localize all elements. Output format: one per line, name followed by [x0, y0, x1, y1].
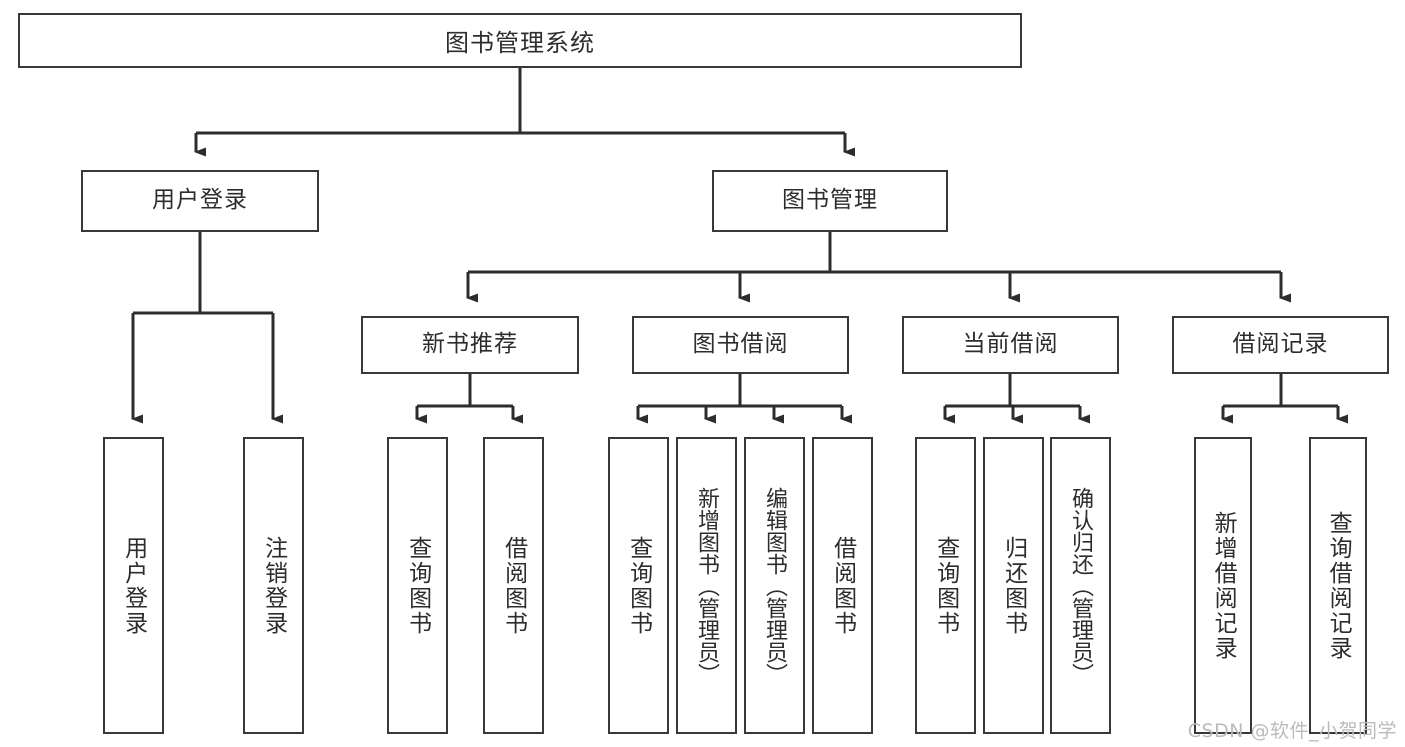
csdn-watermark: CSDN @软件_小贺同学	[1187, 720, 1397, 742]
node-leaf-return-book[interactable]: 归还图书	[983, 437, 1044, 734]
node-leaf-confirm-return-admin[interactable]: 确认归还（管理员）	[1050, 437, 1111, 734]
node-leaf-query-borrow-record[interactable]: 查询借阅记录	[1309, 437, 1367, 734]
node-leaf-user-login[interactable]: 用户登录	[103, 437, 164, 734]
node-leaf-logout[interactable]: 注销登录	[243, 437, 304, 734]
node-new-book-recommend[interactable]: 新书推荐	[361, 316, 579, 374]
node-root-system[interactable]: 图书管理系统	[18, 13, 1022, 68]
node-leaf-add-borrow-record[interactable]: 新增借阅记录	[1194, 437, 1252, 734]
node-book-management[interactable]: 图书管理	[712, 170, 948, 232]
node-book-borrow[interactable]: 图书借阅	[632, 316, 849, 374]
node-leaf-query-book-new[interactable]: 查询图书	[387, 437, 448, 734]
node-borrow-record[interactable]: 借阅记录	[1172, 316, 1389, 374]
node-leaf-add-book-admin[interactable]: 新增图书（管理员）	[676, 437, 737, 734]
node-leaf-query-book-current[interactable]: 查询图书	[915, 437, 976, 734]
node-leaf-edit-book-admin[interactable]: 编辑图书（管理员）	[744, 437, 805, 734]
node-leaf-borrow-book[interactable]: 借阅图书	[812, 437, 873, 734]
node-leaf-borrow-book-new[interactable]: 借阅图书	[483, 437, 544, 734]
node-current-borrow[interactable]: 当前借阅	[902, 316, 1119, 374]
node-user-login[interactable]: 用户登录	[81, 170, 319, 232]
node-leaf-query-book-borrow[interactable]: 查询图书	[608, 437, 669, 734]
